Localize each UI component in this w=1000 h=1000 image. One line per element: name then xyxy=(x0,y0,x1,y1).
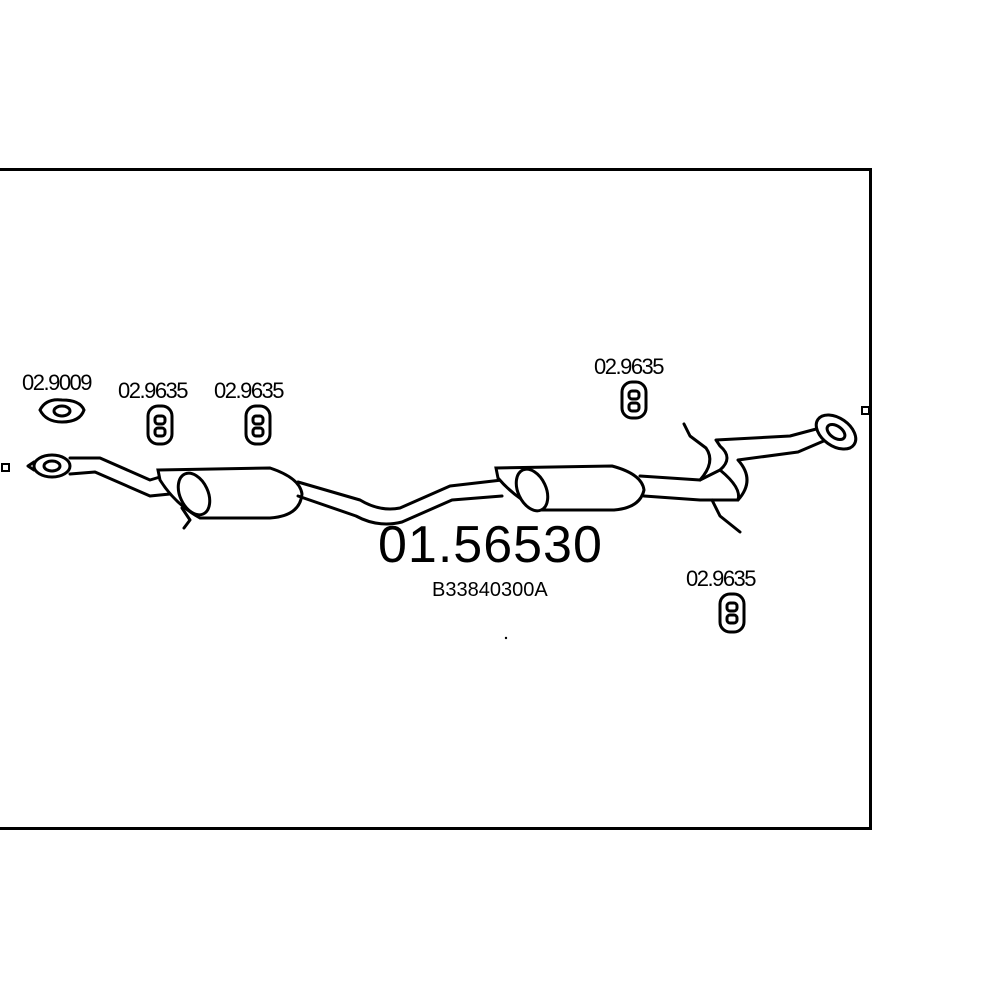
rear-flange xyxy=(814,413,858,451)
part-label-hanger-4: 02.9635 xyxy=(686,566,756,591)
rubber-hanger-icon xyxy=(620,380,648,420)
main-part-number: 01.56530 xyxy=(378,516,603,574)
part-label-hanger-1: 02.9635 xyxy=(118,378,188,403)
front-flange xyxy=(26,453,72,479)
part-label-hanger-2: 02.9635 xyxy=(214,378,284,403)
rubber-hanger-icon xyxy=(146,404,174,446)
rear-muffler xyxy=(494,464,646,513)
rubber-hanger-icon xyxy=(718,592,746,634)
oem-part-number: B33840300A xyxy=(432,579,548,601)
front-muffler xyxy=(156,466,304,530)
diagram-frame xyxy=(0,168,872,830)
right-edge-marker xyxy=(861,406,870,415)
left-edge-marker xyxy=(1,463,10,472)
gasket-icon xyxy=(38,398,86,424)
part-label-gasket: 02.9009 xyxy=(22,370,92,395)
part-label-hanger-3: 02.9635 xyxy=(594,354,664,379)
stray-dot xyxy=(504,636,508,640)
rubber-hanger-icon xyxy=(244,404,272,446)
exhaust-pipe-assembly xyxy=(26,413,858,534)
